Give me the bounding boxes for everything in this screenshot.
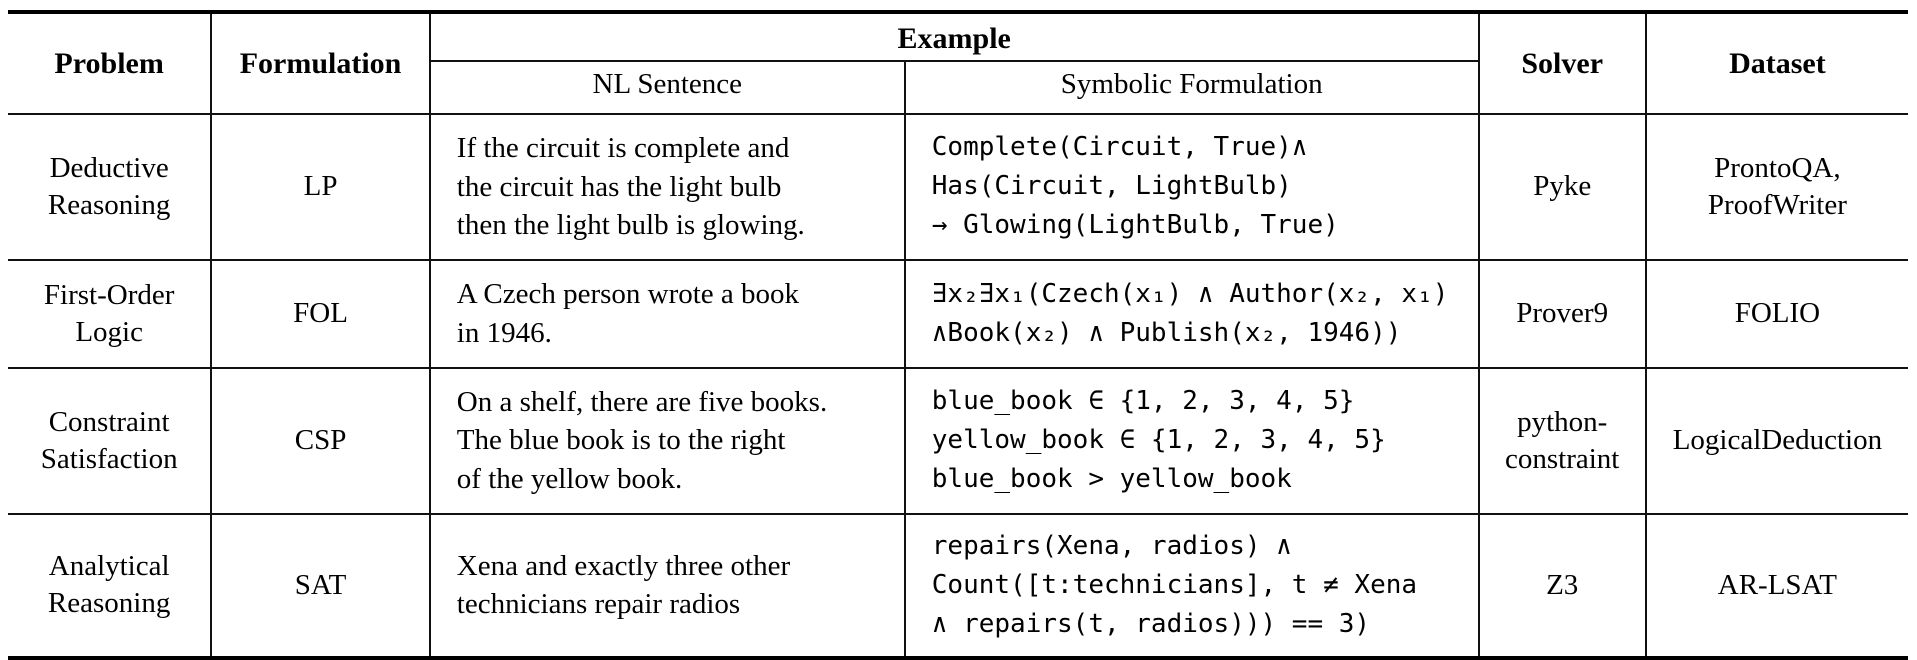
text-line: ∃x₂∃x₁(Czech(x₁) ∧ Author(x₂, x₁) — [931, 278, 1449, 309]
nl-sentence-cell: Xena and exactly three other technicians … — [430, 514, 905, 658]
text-line: in 1946. — [456, 316, 552, 349]
text-line: On a shelf, there are five books. — [456, 385, 828, 418]
formulation-cell: CSP — [210, 367, 431, 514]
text-line: Analytical — [48, 549, 170, 582]
text-line: Reasoning — [47, 587, 171, 620]
text-line: of the yellow book. — [456, 463, 683, 496]
text-line: If the circuit is complete and — [456, 132, 790, 164]
text-line: LogicalDeduction — [1672, 424, 1883, 457]
text-line: FOLIO — [1734, 297, 1821, 330]
text-line: Complete(Circuit, True)∧ — [931, 132, 1308, 163]
nl-sentence-cell: On a shelf, there are five books. The blu… — [430, 368, 905, 514]
text-line: python- — [1517, 405, 1608, 438]
dataset-cell: FOLIO — [1644, 259, 1908, 368]
text-line: Satisfaction — [40, 442, 178, 475]
text-line: Z3 — [1546, 568, 1579, 601]
text-line: The blue book is to the right — [456, 424, 786, 457]
text-line: ∧ repairs(t, radios))) == 3) — [931, 608, 1371, 639]
text-line: Constraint — [48, 405, 170, 438]
symbolic-formulation-cell: ∃x₂∃x₁(Czech(x₁) ∧ Author(x₂, x₁) ∧Book(x… — [903, 259, 1479, 368]
text-line: Has(Circuit, LightBulb) — [931, 171, 1292, 202]
text-line: yellow_book ∈ {1, 2, 3, 4, 5} — [931, 425, 1386, 456]
text-line: Prover9 — [1516, 297, 1609, 330]
column-header-nl-sentence: NL Sentence — [592, 68, 743, 100]
text-line: ProofWriter — [1707, 188, 1847, 221]
text-line: the circuit has the light bulb — [456, 170, 782, 203]
text-line: A Czech person wrote a book — [456, 278, 800, 311]
text-line: Logic — [75, 315, 143, 348]
column-header-formulation: Formulation — [210, 12, 431, 114]
dataset-cell: AR-LSAT — [1644, 513, 1908, 658]
formulation-cell: SAT — [210, 513, 431, 658]
text-line: Count([t:technicians], t ≠ Xena — [931, 569, 1418, 600]
dataset-cell: ProntoQA, ProofWriter — [1644, 114, 1908, 260]
formulation-cell: FOL — [210, 259, 431, 368]
symbolic-formulation-cell: blue_book ∈ {1, 2, 3, 4, 5} yellow_book ∈… — [903, 367, 1479, 514]
column-header-solver: Solver — [1477, 12, 1646, 114]
solver-cell: python-constraint — [1477, 367, 1646, 514]
nl-sentence-cell: A Czech person wrote a book in 1946. — [430, 260, 905, 368]
text-line: then the light bulb is glowing. — [456, 209, 805, 242]
text-line: First-Order — [43, 278, 175, 311]
column-header-problem: Problem — [54, 46, 164, 80]
column-header-example: Example — [429, 12, 1479, 62]
solver-cell: Z3 — [1477, 513, 1646, 658]
text-line: → Glowing(LightBulb, True) — [931, 210, 1339, 241]
text-line: ProntoQA, — [1714, 151, 1841, 184]
text-line: Reasoning — [47, 188, 171, 221]
solver-cell: Prover9 — [1477, 259, 1646, 368]
logic-formulations-table: Problem Formulation Example Solver Datas… — [8, 10, 1908, 660]
column-header-dataset: Dataset — [1644, 12, 1908, 114]
solver-cell: Pyke — [1477, 114, 1646, 260]
text-line: technicians repair radios — [456, 588, 741, 621]
text-line: blue_book ∈ {1, 2, 3, 4, 5} — [931, 386, 1355, 417]
column-header-symbolic-formulation: Symbolic Formulation — [903, 61, 1479, 114]
symbolic-formulation-cell: repairs(Xena, radios) ∧ Count([t:technici… — [903, 513, 1479, 658]
dataset-cell: LogicalDeduction — [1644, 367, 1908, 514]
text-line: Pyke — [1533, 170, 1592, 203]
symbolic-formulation-cell: Complete(Circuit, True)∧ Has(Circuit, Lig… — [903, 114, 1479, 260]
text-line: Deductive — [49, 151, 169, 184]
table-header: Problem Formulation Example Solver Datas… — [8, 12, 1908, 114]
text-line: blue_book > yellow_book — [931, 464, 1292, 495]
text-line: repairs(Xena, radios) ∧ — [931, 530, 1292, 561]
text-line: constraint — [1505, 442, 1620, 475]
nl-sentence-cell: If the circuit is complete and the circui… — [430, 114, 905, 260]
text-line: Xena and exactly three other — [456, 549, 791, 582]
formulation-cell: LP — [210, 114, 431, 260]
text-line: AR-LSAT — [1717, 568, 1837, 601]
text-line: ∧Book(x₂) ∧ Publish(x₂, 1946)) — [931, 317, 1402, 348]
